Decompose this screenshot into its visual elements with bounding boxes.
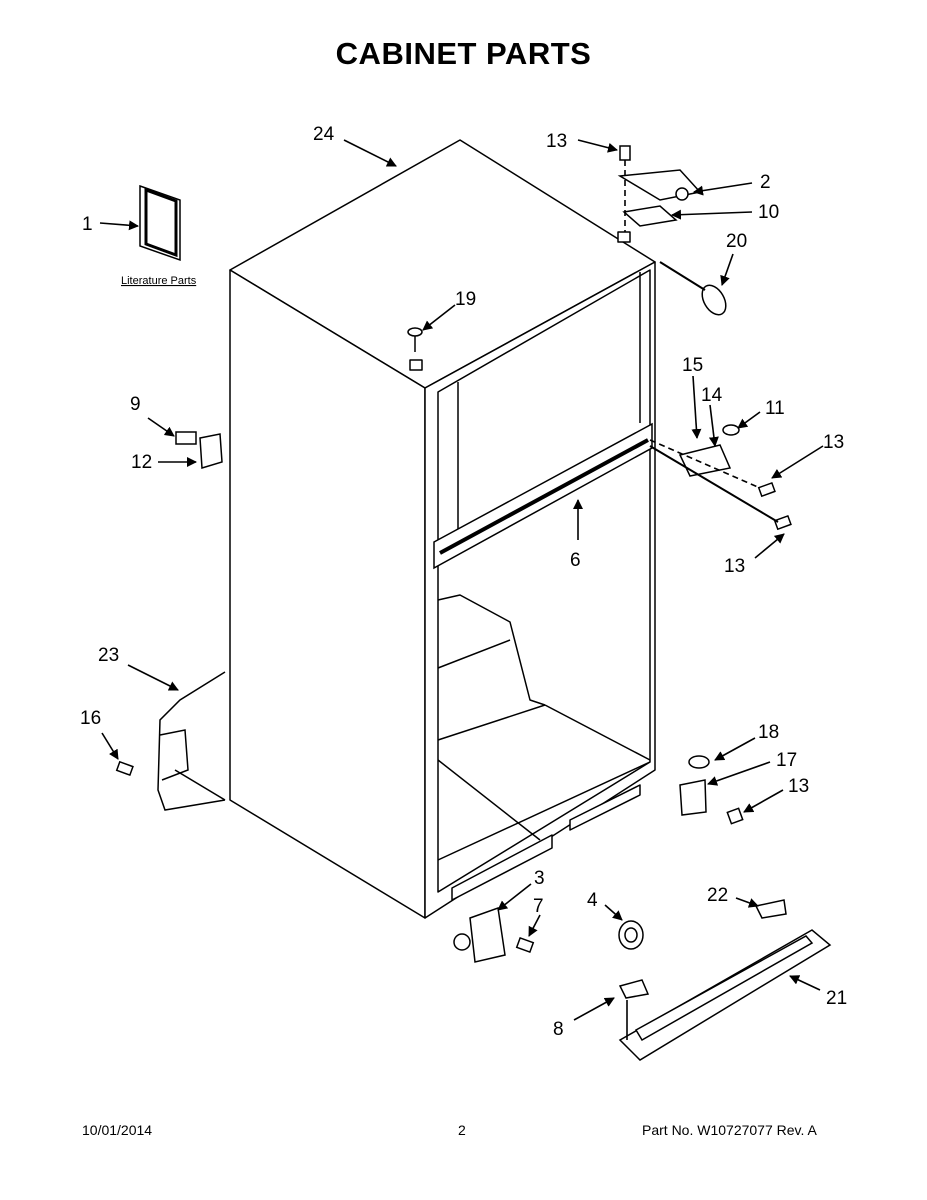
literature-parts-label: Literature Parts [121, 275, 197, 287]
footer-date: 10/01/2014 [82, 1122, 153, 1138]
callout-1: 1 [82, 214, 93, 235]
callout-7: 7 [533, 896, 544, 917]
callout-6: 6 [570, 550, 581, 571]
callout-14: 14 [701, 385, 723, 406]
callout-20: 20 [726, 231, 747, 252]
callout-11: 11 [765, 398, 785, 419]
callout-13-top: 13 [546, 131, 567, 152]
callout-22: 22 [707, 885, 728, 906]
refrigerator-cabinet [229, 139, 656, 919]
callout-3: 3 [534, 868, 545, 889]
page-title: CABINET PARTS [335, 36, 592, 71]
callout-24: 24 [313, 124, 335, 145]
callout-15: 15 [682, 355, 703, 376]
footer-part-number: Part No. W10727077 Rev. A [642, 1122, 817, 1138]
callout-17: 17 [776, 750, 797, 771]
callout-4: 4 [587, 890, 598, 911]
callout-labels: 1 2 3 4 6 7 8 9 10 11 12 13 13 13 13 13 … [80, 124, 847, 1040]
callout-10: 10 [758, 202, 779, 223]
footer-page-number: 2 [458, 1122, 466, 1138]
callout-9: 9 [130, 394, 141, 415]
callout-13-right-upper: 13 [823, 432, 844, 453]
callout-19: 19 [455, 289, 476, 310]
callout-8: 8 [553, 1019, 564, 1040]
callout-12: 12 [131, 452, 152, 473]
callout-16: 16 [80, 708, 101, 729]
literature-booklet [139, 184, 181, 262]
callout-21: 21 [826, 988, 847, 1009]
callout-2: 2 [760, 172, 771, 193]
callout-18: 18 [758, 722, 779, 743]
callout-13-right-lower: 13 [724, 556, 745, 577]
leader-lines [99, 139, 824, 1040]
callout-23: 23 [98, 645, 119, 666]
callout-13-bottom: 13 [788, 776, 809, 797]
side-panel-23 [157, 671, 226, 811]
small-parts [115, 145, 832, 1061]
